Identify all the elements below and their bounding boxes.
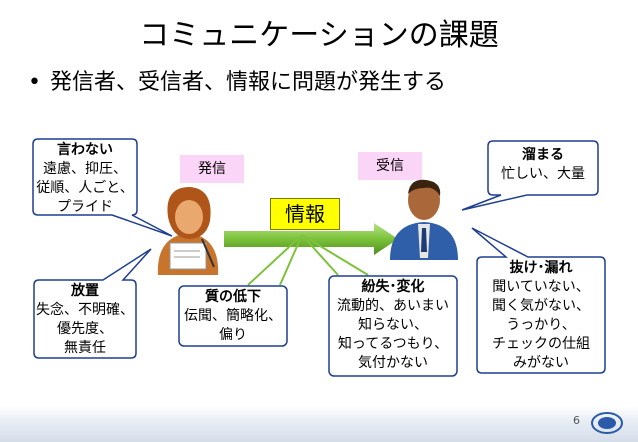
callout-heading: 放置 bbox=[71, 283, 99, 299]
receiver-label: 受信 bbox=[358, 152, 422, 180]
callout-line: 偏り bbox=[219, 327, 247, 343]
callout-heading: 紛失･変化 bbox=[361, 279, 425, 295]
callout-heading: 質の低下 bbox=[205, 289, 261, 305]
callout-line: 知ってるつもり、 bbox=[337, 336, 449, 352]
callout-line: 遠慮、抑圧、 bbox=[43, 161, 127, 177]
callout-bubble bbox=[178, 285, 288, 347]
callout-line: プライド bbox=[57, 199, 113, 215]
callout-bubble bbox=[328, 275, 458, 377]
callout-houchi: 放置 失念、不明確、 優先度、 無責任 bbox=[33, 248, 152, 359]
info-flow-arrow bbox=[224, 223, 398, 255]
callout-line: うっかり、 bbox=[506, 317, 576, 333]
callout-nuke: 抜け･漏れ 聞いていない、 聞く気がない、 うっかり、 チェックの仕組 みがない bbox=[471, 227, 606, 374]
bullet-point: • 発信者、受信者、情報に問題が発生する bbox=[28, 64, 446, 96]
callout-line: 聞く気がない、 bbox=[492, 298, 590, 314]
callout-line: 優先度、 bbox=[57, 321, 113, 337]
callout-line: 知らない、 bbox=[358, 317, 428, 333]
callout-line: 失念、不明確、 bbox=[36, 302, 134, 318]
callout-bubble bbox=[471, 227, 606, 374]
callout-funshitsu: 紛失･変化 流動的、あいまい 知らない、 知ってるつもり、 気付かない bbox=[328, 275, 458, 377]
callout-line: 伝聞、簡略化、 bbox=[184, 308, 282, 324]
callout-heading: 抜け･漏れ bbox=[509, 260, 573, 276]
company-logo-icon bbox=[591, 412, 623, 434]
callout-line: 気付かない bbox=[358, 355, 428, 371]
slide-title: コミュニケーションの課題 bbox=[139, 18, 499, 53]
callout-shitsu: 質の低下 伝聞、簡略化、 偏り bbox=[178, 285, 288, 347]
page-number: 6 bbox=[573, 414, 580, 427]
sender-label: 発信 bbox=[180, 155, 244, 183]
info-box: 情報 bbox=[270, 198, 340, 230]
callout-bubble bbox=[461, 140, 599, 211]
callout-line: みがない bbox=[513, 355, 569, 371]
receiver-person-icon bbox=[390, 179, 458, 260]
callout-line: 忙しい、大量 bbox=[501, 166, 585, 182]
callout-line: 無責任 bbox=[64, 340, 106, 356]
callout-heading: 言わない bbox=[57, 142, 113, 158]
callout-bubble bbox=[33, 248, 152, 359]
callout-line: 従順、人ごと、 bbox=[36, 180, 134, 196]
callout-heading: 溜まる bbox=[522, 147, 564, 163]
callout-line: チェックの仕組 bbox=[492, 336, 590, 352]
bullet-dot: • bbox=[28, 70, 41, 95]
callout-line: 流動的、あいまい bbox=[337, 298, 449, 314]
slide-footer bbox=[0, 406, 638, 442]
sender-person-icon bbox=[157, 187, 219, 275]
callout-line: 聞いていない、 bbox=[492, 279, 590, 295]
bullet-text: 発信者、受信者、情報に問題が発生する bbox=[50, 70, 447, 95]
callout-tamaru: 溜まる 忙しい、大量 bbox=[461, 140, 599, 211]
callout-bubble bbox=[32, 138, 173, 237]
callout-iwanai: 言わない 遠慮、抑圧、 従順、人ごと、 プライド bbox=[32, 138, 173, 237]
